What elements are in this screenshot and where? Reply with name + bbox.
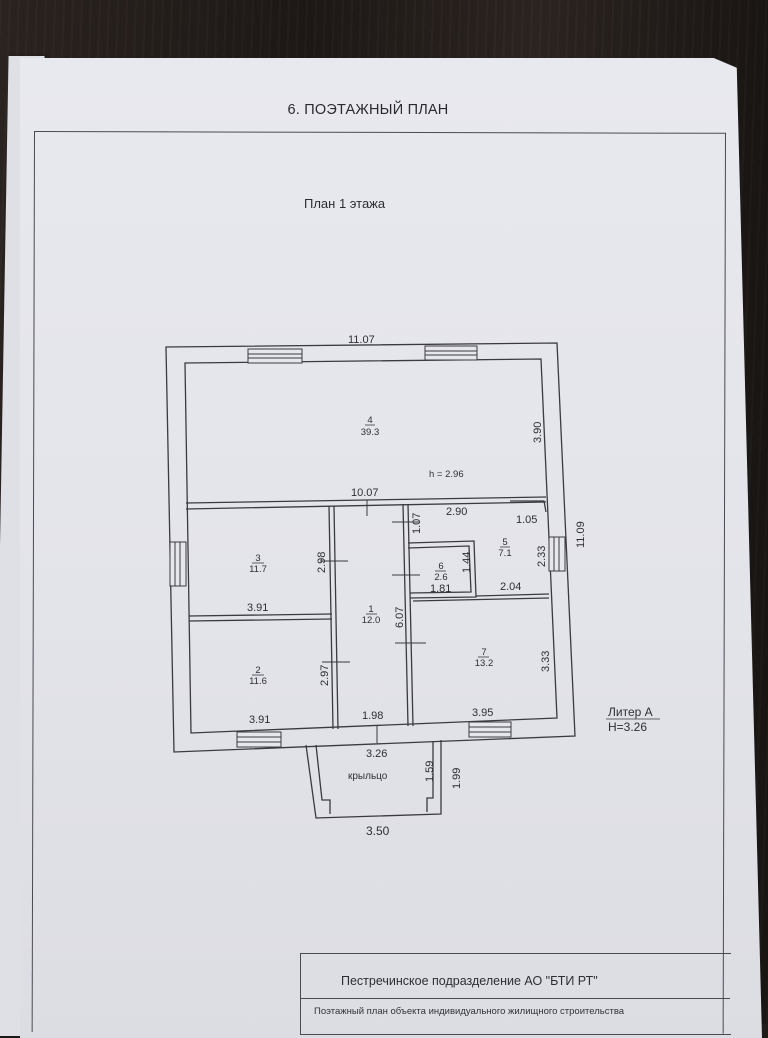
outer-wall <box>165 342 576 753</box>
dim-inner-width: 10.07 <box>351 487 379 499</box>
document-sheet <box>20 58 762 1038</box>
plan-title: План 1 этажа <box>304 196 386 211</box>
room-6-area: 2.6 <box>434 572 447 583</box>
dim-room2-width: 3.91 <box>249 714 270 726</box>
inner-wall <box>184 358 558 734</box>
dim-room6-width: 1.81 <box>430 583 451 595</box>
porch-outline <box>305 740 442 819</box>
title-block-description: Поэтажный план объекта индивидуального ж… <box>314 1006 625 1017</box>
room-7-area: 13.2 <box>475 658 494 669</box>
room-1-number: 1 <box>368 604 373 615</box>
room-5-number: 5 <box>502 537 507 548</box>
room-7-number: 7 <box>481 647 486 658</box>
wall-room5-niche <box>510 500 547 513</box>
wall-room5-room7 <box>475 593 550 597</box>
room-2-number: 2 <box>255 665 260 676</box>
dim-porch-inner-depth: 1.59 <box>424 761 436 782</box>
wall-corridor-left <box>328 505 334 730</box>
room-6-number: 6 <box>438 561 443 572</box>
room-4-area: 39.3 <box>361 427 380 438</box>
dim-room4-height: 3.90 <box>532 422 544 443</box>
wall-room3-room2 <box>188 613 333 617</box>
dim-corridor-top: 1.07 <box>411 513 423 534</box>
dim-room2-height: 2.97 <box>319 665 331 686</box>
window-right <box>548 536 566 572</box>
window-bottom-left <box>236 731 282 748</box>
dim-porch-inner-width: 3.26 <box>366 748 387 760</box>
room-3-area: 11.7 <box>249 564 267 575</box>
window-left <box>169 541 187 587</box>
dim-room7-height: 3.33 <box>540 651 552 672</box>
page-heading: 6. ПОЭТАЖНЫЙ ПЛАН <box>287 102 449 118</box>
room-5-area: 7.1 <box>498 548 511 559</box>
dim-room3-width: 3.91 <box>247 602 268 614</box>
dim-right-height: 11.09 <box>575 521 587 548</box>
dim-room5-bottom: 2.04 <box>500 581 521 593</box>
dim-room5-width: 2.90 <box>446 506 467 518</box>
dim-top-width: 11.07 <box>348 334 375 346</box>
title-block <box>300 953 731 1035</box>
dim-corridor-height: 6.07 <box>394 607 406 628</box>
room-3-number: 3 <box>255 553 260 564</box>
window-bottom-right <box>468 721 512 738</box>
wall-room4-bottom <box>185 496 547 504</box>
title-block-divider <box>300 998 730 999</box>
window-top-right <box>424 345 478 361</box>
dim-room5-height: 2.33 <box>536 546 548 567</box>
liter-height: H=3.26 <box>608 720 647 734</box>
porch-label: крыльцо <box>348 771 388 782</box>
room-2-area: 11.6 <box>249 676 267 687</box>
dim-corridor-width: 1.98 <box>362 710 383 722</box>
dim-porch-outer-width: 3.50 <box>366 824 390 838</box>
dim-room3-height: 2.98 <box>316 552 328 573</box>
dim-porch-outer-depth: 1.99 <box>451 768 463 789</box>
wall-corridor-right <box>402 503 409 727</box>
dim-room5-niche: 1.05 <box>516 514 537 526</box>
window-top-left <box>247 348 303 364</box>
dim-room6-height: 1.44 <box>461 552 473 573</box>
title-block-organization: Пестречинское подразделение АО "БТИ РТ" <box>341 974 598 988</box>
dim-ceiling-height: h = 2.96 <box>429 469 464 480</box>
room-1-area: 12.0 <box>362 615 381 626</box>
dim-room7-width: 3.95 <box>472 707 493 719</box>
room-4-number: 4 <box>367 415 372 426</box>
liter-label: Литер А <box>608 705 653 719</box>
wall-room6 <box>407 540 477 599</box>
